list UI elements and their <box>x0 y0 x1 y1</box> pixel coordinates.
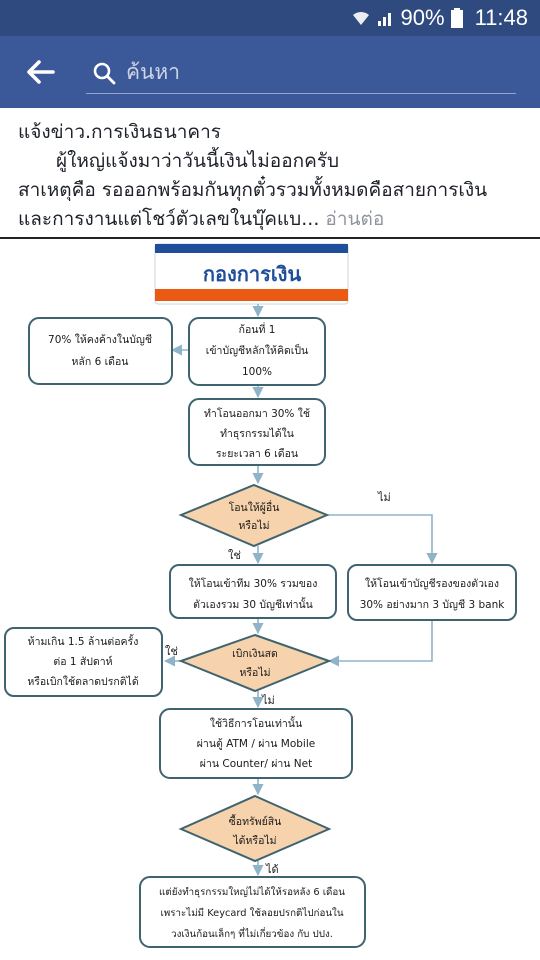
post-line: แจ้งข่าว.การเงินธนาคาร <box>18 121 221 143</box>
svg-text:วงเงินก้อนเล็กๆ ที่ไม่เกี่ยวข้: วงเงินก้อนเล็กๆ ที่ไม่เกี่ยวข้อง กับ ปปง… <box>171 927 333 940</box>
label-no-2: ไม่ <box>261 694 275 707</box>
flow-box-left-70: 70% ให้คงค้างในบัญชี หลัก 6 เดือน <box>28 317 173 385</box>
svg-text:ได้หรือไม่: ได้หรือไม่ <box>232 834 276 847</box>
svg-text:โอนให้ผู้อื่น: โอนให้ผู้อื่น <box>229 500 280 514</box>
flowchart: กองการเงิน 70% ให้คงค้างในบัญชี หลัก 6 เ… <box>4 243 517 948</box>
svg-text:ระยะเวลา 6 เดือน: ระยะเวลา 6 เดือน <box>216 447 298 460</box>
svg-text:ใช้วิธีการโอนเท่านั้น: ใช้วิธีการโอนเท่านั้น <box>210 716 302 730</box>
svg-text:แต่ยังทำธุรกรรมใหญ่ไม่ได้ให้รอ: แต่ยังทำธุรกรรมใหญ่ไม่ได้ให้รอหลัง 6 เดื… <box>159 886 345 898</box>
svg-text:ทำโอนออกมา 30% ใช้: ทำโอนออกมา 30% ใช้ <box>204 407 310 420</box>
label-yes-1: ใช่ <box>228 549 241 562</box>
svg-text:ก้อนที่ 1: ก้อนที่ 1 <box>239 322 276 336</box>
label-no-1: ไม่ <box>377 491 391 504</box>
svg-text:เพราะไม่มี Keycard ใช้ลอยปรกติ: เพราะไม่มี Keycard ใช้ลอยปรกติไปก่อนใน <box>160 907 343 919</box>
svg-text:ตัวเองรวม 30 บัญชีเท่านั้น: ตัวเองรวม 30 บัญชีเท่านั้น <box>193 597 313 611</box>
status-bar: 90% 11:48 <box>0 0 540 36</box>
svg-text:หลัก 6 เดือน: หลัก 6 เดือน <box>72 355 129 368</box>
post-line: สาเหตุคือ รอออกพร้อมกันทุกตั๋วรวมทั้งหมด… <box>18 179 488 201</box>
clock: 11:48 <box>474 5 528 30</box>
signal-icon <box>377 9 395 27</box>
flowchart-title-card: กองการเงิน <box>154 243 349 305</box>
app-bar: ค้นหา <box>0 36 540 108</box>
svg-text:ผ่านตู้ ATM / ผ่าน Mobile: ผ่านตู้ ATM / ผ่าน Mobile <box>197 738 315 750</box>
svg-text:เบิกเงินสด: เบิกเงินสด <box>232 648 278 660</box>
post-line: ผู้ใหญ่แจ้งมาว่าวันนี้เงินไม่ออกครับ <box>56 150 340 172</box>
search-icon <box>93 62 116 84</box>
search-placeholder: ค้นหา <box>126 60 181 84</box>
flow-box-transfer-yes: ให้โอนเข้าทีม 30% รวมของ ตัวเองรวม 30 บั… <box>169 564 337 619</box>
flow-decision-cash: เบิกเงินสด หรือไม่ <box>178 633 332 693</box>
svg-text:หรือเบิกใช้ตลาดปรกติได้: หรือเบิกใช้ตลาดปรกติได้ <box>27 675 138 688</box>
flow-box-limit: ห้ามเกิน 1.5 ล้านต่อครั้ง ต่อ 1 สัปดาห์ … <box>4 627 163 697</box>
svg-text:ซื้อทรัพย์สิน: ซื้อทรัพย์สิน <box>229 814 282 828</box>
flow-box-transfer-no: ให้โอนเข้าบัญชีรองของตัวเอง 30% อย่างมาก… <box>347 564 517 621</box>
svg-text:เข้าบัญชีหลักให้คิดเป็น: เข้าบัญชีหลักให้คิดเป็น <box>206 343 308 357</box>
svg-text:ให้โอนเข้าบัญชีรองของตัวเอง: ให้โอนเข้าบัญชีรองของตัวเอง <box>365 577 499 590</box>
search-input[interactable]: ค้นหา <box>86 52 516 94</box>
label-yes-2: ใช่ <box>165 645 178 658</box>
flow-box-final: แต่ยังทำธุรกรรมใหญ่ไม่ได้ให้รอหลัง 6 เดื… <box>139 876 366 948</box>
back-button[interactable] <box>0 36 80 108</box>
flowchart-title: กองการเงิน <box>203 262 302 286</box>
svg-text:70% ให้คงค้างในบัญชี: 70% ให้คงค้างในบัญชี <box>48 333 152 346</box>
divider <box>0 237 540 239</box>
wifi-icon <box>351 9 371 27</box>
svg-text:ต่อ 1 สัปดาห์: ต่อ 1 สัปดาห์ <box>53 655 112 668</box>
svg-text:30% อย่างมาก 3 บัญชี 3 bank: 30% อย่างมาก 3 บัญชี 3 bank <box>360 598 506 611</box>
svg-text:100%: 100% <box>242 366 272 378</box>
svg-text:ให้โอนเข้าทีม 30% รวมของ: ให้โอนเข้าทีม 30% รวมของ <box>189 577 318 590</box>
flow-decision-assets: ซื้อทรัพย์สิน ได้หรือไม่ <box>178 794 332 863</box>
flowchart-arrows <box>163 304 438 877</box>
battery-percent: 90% <box>400 5 445 30</box>
battery-icon <box>450 8 463 28</box>
svg-text:หรือไม่: หรือไม่ <box>239 666 270 679</box>
svg-text:ทำธุรกรรมได้ใน: ทำธุรกรรมได้ใน <box>220 427 294 440</box>
flow-decision-transfer: โอนให้ผู้อื่น หรือไม่ <box>178 483 330 548</box>
svg-text:ผ่าน Counter/ ผ่าน Net: ผ่าน Counter/ ผ่าน Net <box>200 758 312 770</box>
svg-text:หรือไม่: หรือไม่ <box>238 519 269 532</box>
flow-box-step2: ทำโอนออกมา 30% ใช้ ทำธุรกรรมได้ใน ระยะเว… <box>188 398 326 466</box>
flow-box-step1: ก้อนที่ 1 เข้าบัญชีหลักให้คิดเป็น 100% <box>188 317 326 386</box>
post-line-last: และการงานแต่โชว์ตัวเลขในบุ๊คแบ... อ่านต่… <box>18 205 530 234</box>
svg-text:ห้ามเกิน 1.5 ล้านต่อครั้ง: ห้ามเกิน 1.5 ล้านต่อครั้ง <box>28 634 139 648</box>
label-yes-3: ได้ <box>265 863 279 876</box>
flow-box-channels: ใช้วิธีการโอนเท่านั้น ผ่านตู้ ATM / ผ่าน… <box>159 708 353 779</box>
post-line-text: และการงานแต่โชว์ตัวเลขในบุ๊คแบ... <box>18 208 320 230</box>
read-more-link[interactable]: อ่านต่อ <box>325 208 385 230</box>
post-text: แจ้งข่าว.การเงินธนาคาร ผู้ใหญ่แจ้งมาว่าว… <box>18 118 530 234</box>
arrow-left-icon <box>27 60 55 84</box>
flowchart-image[interactable]: กองการเงิน 70% ให้คงค้างในบัญชี หลัก 6 เ… <box>0 239 540 960</box>
